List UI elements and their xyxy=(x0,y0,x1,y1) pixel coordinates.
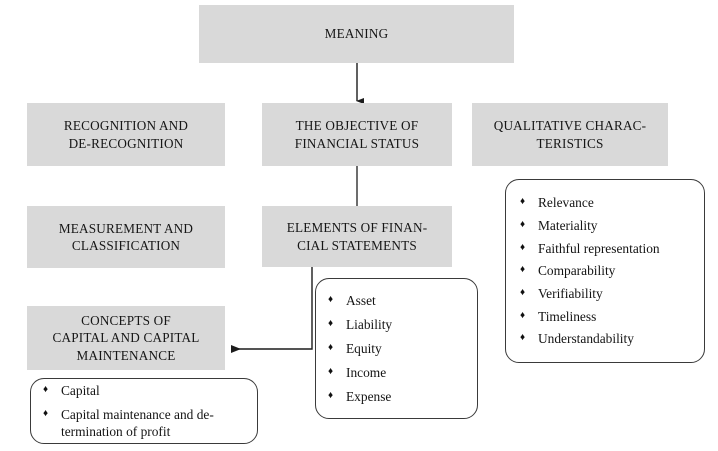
diamond-bullet-icon: ♦ xyxy=(520,332,526,344)
list-item-label: Timeliness xyxy=(538,308,597,324)
list-item[interactable]: ♦ Capital maintenance and de- terminatio… xyxy=(43,406,249,440)
diamond-bullet-icon: ♦ xyxy=(520,241,526,253)
diamond-bullet-icon: ♦ xyxy=(520,287,526,299)
box-qualitative-label: QUALITATIVE CHARAC- TERISTICS xyxy=(493,118,647,151)
list-item-label: Equity xyxy=(346,340,382,356)
box-concepts-of-capital-and-capital-maintenance[interactable]: CONCEPTS OF CAPITAL AND CAPITAL MAINTENA… xyxy=(27,306,225,370)
box-objective-label: THE OBJECTIVE OF FINANCIAL STATUS xyxy=(294,118,420,151)
list-item[interactable]: ♦ Faithful representation xyxy=(520,240,698,257)
box-meaning-label: MEANING xyxy=(324,26,389,42)
connector-elements-to-concepts xyxy=(231,267,313,353)
box-recognition-label: RECOGNITION AND DE-RECOGNITION xyxy=(63,118,189,151)
box-objective-of-financial-status[interactable]: THE OBJECTIVE OF FINANCIAL STATUS xyxy=(262,103,452,166)
list-item[interactable]: ♦ Relevance xyxy=(520,194,698,211)
list-item-label: Liability xyxy=(346,316,393,332)
list-item-label: Relevance xyxy=(538,195,594,211)
box-meaning[interactable]: MEANING xyxy=(199,5,514,63)
diamond-bullet-icon: ♦ xyxy=(520,196,526,208)
list-item-label: Capital maintenance and de- termination … xyxy=(61,406,214,440)
diamond-bullet-icon: ♦ xyxy=(43,383,49,395)
box-elements-label: ELEMENTS OF FINAN- CIAL STATEMENTS xyxy=(286,220,428,253)
diamond-bullet-icon: ♦ xyxy=(328,341,334,353)
list-item-label: Faithful representation xyxy=(538,240,660,256)
list-item[interactable]: ♦ Asset xyxy=(328,292,471,309)
list-item-label: Asset xyxy=(346,292,376,308)
diamond-bullet-icon: ♦ xyxy=(520,309,526,321)
list-item[interactable]: ♦ Understandability xyxy=(520,330,698,347)
diamond-bullet-icon: ♦ xyxy=(328,390,334,402)
list-item-label: Capital xyxy=(61,382,100,398)
list-item[interactable]: ♦ Income xyxy=(328,364,471,381)
list-item[interactable]: ♦ Materiality xyxy=(520,217,698,234)
list-item-label: Materiality xyxy=(538,218,598,234)
box-measurement-and-classification[interactable]: MEASUREMENT AND CLASSIFICATION xyxy=(27,206,225,268)
list-capital-concepts[interactable]: ♦ Capital ♦ Capital maintenance and de- … xyxy=(30,378,258,444)
diamond-bullet-icon: ♦ xyxy=(520,264,526,276)
list-item[interactable]: ♦ Verifiability xyxy=(520,285,698,302)
list-item-label: Income xyxy=(346,365,387,381)
list-elements-of-financial-statements[interactable]: ♦ Asset ♦ Liability ♦ Equity ♦ Income ♦ … xyxy=(315,278,478,419)
box-elements-of-financial-statements[interactable]: ELEMENTS OF FINAN- CIAL STATEMENTS xyxy=(262,206,452,267)
list-item[interactable]: ♦ Liability xyxy=(328,316,471,333)
box-measurement-label: MEASUREMENT AND CLASSIFICATION xyxy=(58,220,194,253)
list-item[interactable]: ♦ Timeliness xyxy=(520,308,698,325)
box-concepts-label: CONCEPTS OF CAPITAL AND CAPITAL MAINTENA… xyxy=(52,312,200,363)
box-recognition-and-de-recognition[interactable]: RECOGNITION AND DE-RECOGNITION xyxy=(27,103,225,166)
diamond-bullet-icon: ♦ xyxy=(328,293,334,305)
diamond-bullet-icon: ♦ xyxy=(520,219,526,231)
list-item-label: Comparability xyxy=(538,263,616,279)
list-qualitative-characteristics[interactable]: ♦ Relevance ♦ Materiality ♦ Faithful rep… xyxy=(505,179,705,363)
list-item-label: Expense xyxy=(346,389,392,405)
list-item[interactable]: ♦ Expense xyxy=(328,388,471,405)
list-item[interactable]: ♦ Comparability xyxy=(520,262,698,279)
diamond-bullet-icon: ♦ xyxy=(328,366,334,378)
box-qualitative-characteristics[interactable]: QUALITATIVE CHARAC- TERISTICS xyxy=(472,103,668,166)
list-item[interactable]: ♦ Capital xyxy=(43,382,249,399)
diamond-bullet-icon: ♦ xyxy=(328,317,334,329)
list-item[interactable]: ♦ Equity xyxy=(328,340,471,357)
list-item-label: Understandability xyxy=(538,331,634,347)
diamond-bullet-icon: ♦ xyxy=(43,407,49,419)
list-item-label: Verifiability xyxy=(538,286,603,302)
